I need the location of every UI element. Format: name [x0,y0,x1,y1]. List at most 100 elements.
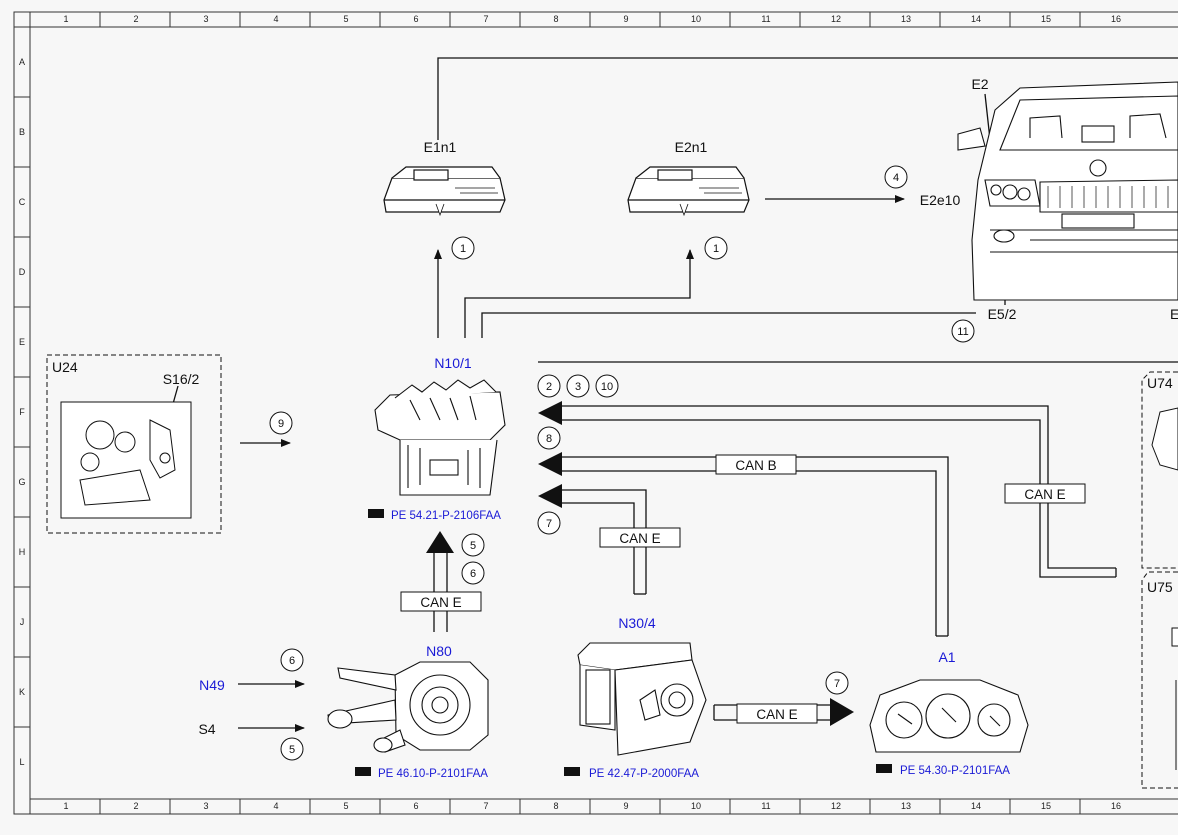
grid-row-label: A [19,57,25,67]
marker-5b: 5 [289,744,295,756]
e1n1-module-icon[interactable] [383,166,506,217]
marker-10: 10 [601,381,613,393]
u74-dashed-box [1141,371,1178,569]
label-a1: A1 [938,649,955,665]
label-u74: U74 [1147,375,1173,391]
grid-row-label: F [19,407,25,417]
label-u75: U75 [1147,579,1173,595]
ref-n80[interactable]: PE 46.10-P-2101FAA [378,768,488,780]
label-n101: N10/1 [434,355,472,371]
marker-6a: 6 [470,568,476,580]
can-e-label-n80: CAN E [420,595,461,610]
grid-row-label: J [20,617,25,627]
can-e-label-a1: CAN E [756,707,797,722]
label-e2n1: E2n1 [675,139,708,155]
marker-4: 4 [893,172,899,184]
grid-col-label: 15 [1041,801,1051,811]
grid-row-label: K [19,687,25,697]
vehicle-front-icon [957,81,1178,301]
marker-7a: 7 [546,518,552,530]
label-e1n1: E1n1 [424,139,457,155]
can-label-boxes [400,454,1086,724]
ref-a1[interactable]: PE 54.30-P-2101FAA [900,765,1010,777]
n80-steering-column-module-icon[interactable] [327,661,489,753]
label-n304: N30/4 [618,615,656,631]
label-e2e10: E2e10 [920,192,961,208]
grid-col-label: 5 [343,14,348,24]
wire-n101-e52 [481,312,976,338]
label-s4: S4 [198,721,215,737]
grid-col-label: 5 [343,801,348,811]
grid-col-label: 10 [691,14,701,24]
grid-col-label: 12 [831,801,841,811]
grid-col-label: 15 [1041,14,1051,24]
grid-col-label: 2 [133,801,138,811]
grid-col-label: 8 [553,801,558,811]
grid-row-label: L [19,757,24,767]
n101-control-unit-icon[interactable] [374,379,506,496]
label-n49: N49 [199,677,225,693]
marker-11: 11 [957,326,968,338]
grid-row-label: D [19,267,26,277]
bus-n304-n101 [560,489,647,595]
u74-component-icon[interactable] [1151,407,1178,471]
drawing-frame: 1122334455667788991010111112121313141415… [13,11,1178,815]
can-e-label-n304: CAN E [619,531,660,546]
marker-2: 2 [546,381,552,393]
grid-col-label: 11 [761,14,770,24]
ref-n304[interactable]: PE 42.47-P-2000FAA [589,768,699,780]
grid-col-label: 13 [901,801,911,811]
grid-col-label: 14 [971,801,981,811]
grid-col-label: 4 [273,14,278,24]
grid-col-label: 3 [203,14,208,24]
u75-component-icon[interactable] [1171,627,1178,770]
grid-col-label: 7 [483,801,488,811]
a1-instrument-cluster-icon[interactable] [869,679,1029,753]
grid-col-label: 16 [1111,14,1121,24]
e2n1-module-icon[interactable] [627,166,750,217]
ref-n101[interactable]: PE 54.21-P-2106FAA [391,510,501,522]
numbered-markers [269,165,975,761]
arrowhead-n80-bus [426,531,454,553]
can-b-label: CAN B [735,458,776,473]
marker-6b: 6 [289,655,295,667]
marker-9: 9 [278,418,284,430]
grid-row-label: B [19,127,25,137]
grid-col-label: 11 [761,801,770,811]
n304-esp-control-unit-icon[interactable] [577,642,707,756]
arrowhead-f-bus [538,401,562,425]
grid-col-label: 3 [203,801,208,811]
wires [159,57,1178,732]
grid-col-label: 10 [691,801,701,811]
grid-col-label: 2 [133,14,138,24]
arrowhead-g-bus [538,452,562,476]
grid-col-label: 9 [623,14,628,24]
marker-1b: 1 [713,243,719,255]
wire-n101-e2n1 [464,249,694,338]
grid-col-label: 6 [413,801,418,811]
marker-5a: 5 [470,540,476,552]
grid-row-label: H [19,547,26,557]
marker-3: 3 [575,381,581,393]
grid-row-label: C [19,197,26,207]
label-e52: E5/2 [988,306,1017,322]
marker-8: 8 [546,433,552,445]
label-n80: N80 [426,643,452,659]
reference-hand-icons [355,509,892,776]
label-e2: E2 [971,76,988,92]
u75-dashed-box [1141,571,1178,789]
grid-col-label: 6 [413,14,418,24]
grid-col-label: 9 [623,801,628,811]
marker-1a: 1 [460,243,466,255]
grid-col-label: 1 [63,14,68,24]
arrowhead-a1-bus [830,698,854,726]
grid-col-label: 8 [553,14,558,24]
grid-col-label: 4 [273,801,278,811]
label-e-partial: E [1170,306,1178,322]
grid-col-label: 7 [483,14,488,24]
arrowhead-h-bus [538,484,562,508]
grid-col-label: 12 [831,14,841,24]
grid-row-label: G [18,477,25,487]
u24-steering-lock-icon[interactable] [60,401,192,519]
